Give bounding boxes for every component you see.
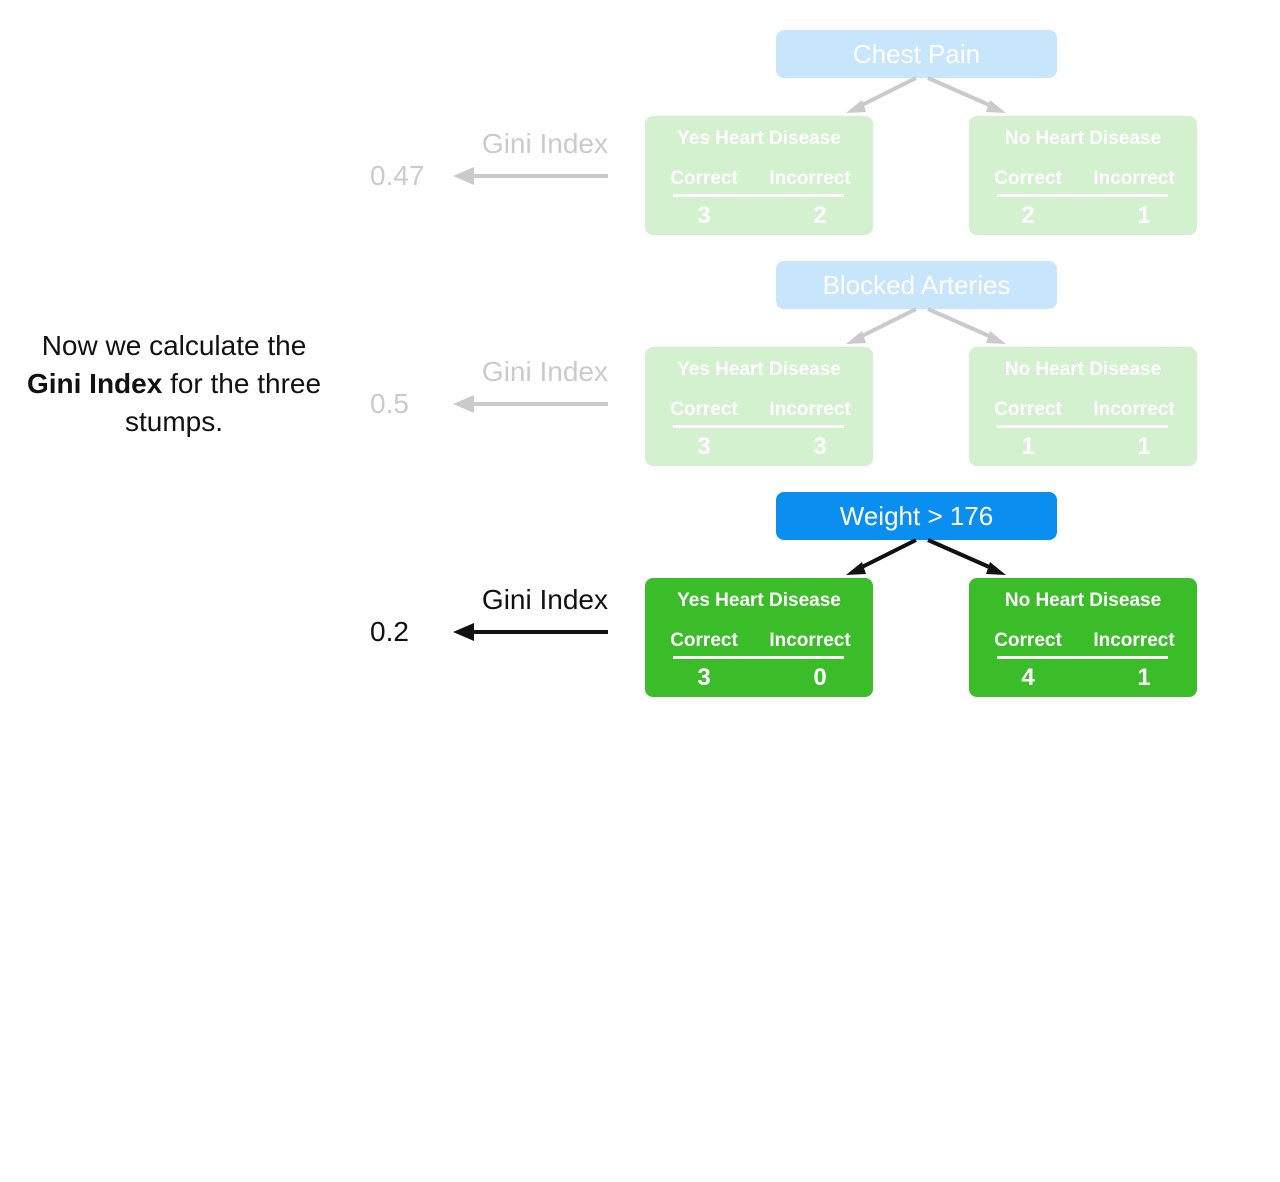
leaf-no-heart-disease: No Heart Disease Correct Incorrect 2 1 — [969, 116, 1197, 235]
divider — [673, 656, 844, 659]
incorrect-count: 1 — [1137, 433, 1151, 460]
branch-connectors — [453, 307, 1006, 413]
caption-line3: stumps. — [124, 406, 224, 437]
stump-weight: Weight > 176 Yes Heart Disease Correct I… — [0, 462, 1280, 1182]
leaf-title: Yes Heart Disease — [677, 590, 841, 611]
leaf-title: Yes Heart Disease — [677, 359, 841, 380]
leaf-yes-heart-disease: Yes Heart Disease Correct Incorrect 3 0 — [645, 578, 873, 697]
gini-index-label: Gini Index — [481, 128, 608, 159]
branch-connectors — [453, 76, 1006, 185]
leaf-title: Yes Heart Disease — [677, 128, 841, 149]
stump-blocked-arteries: Blocked Arteries Yes Heart Disease Corre… — [0, 231, 1280, 951]
correct-header: Correct — [670, 630, 738, 651]
incorrect-header: Incorrect — [769, 399, 851, 420]
correct-count: 3 — [697, 433, 711, 460]
correct-header: Correct — [670, 399, 738, 420]
gini-index-value: 0.5 — [370, 388, 409, 419]
incorrect-header: Incorrect — [1093, 399, 1175, 420]
divider — [997, 425, 1168, 428]
correct-count: 1 — [1021, 433, 1035, 460]
correct-header: Correct — [994, 399, 1062, 420]
stump-chest-pain: Chest Pain Yes Heart Disease Correct Inc… — [370, 30, 1197, 235]
correct-count: 2 — [1021, 202, 1035, 229]
divider — [997, 194, 1168, 197]
gini-index-label: Gini Index — [481, 356, 608, 387]
correct-count: 3 — [697, 664, 711, 691]
correct-header: Correct — [670, 168, 738, 189]
incorrect-header: Incorrect — [769, 168, 851, 189]
root-node: Weight > 176 — [776, 492, 1057, 540]
leaf-title: No Heart Disease — [1004, 359, 1162, 380]
incorrect-header: Incorrect — [1093, 168, 1175, 189]
leaf-title: No Heart Disease — [1004, 128, 1162, 149]
gini-index-value: 0.2 — [370, 616, 409, 647]
correct-count: 3 — [697, 202, 711, 229]
incorrect-header: Incorrect — [769, 630, 851, 651]
leaf-title: No Heart Disease — [1004, 590, 1162, 611]
caption-line2: for the three — [162, 368, 322, 399]
gini-index-label: Gini Index — [481, 584, 608, 615]
divider — [673, 425, 844, 428]
root-node: Chest Pain — [776, 30, 1057, 78]
incorrect-count: 0 — [813, 664, 827, 691]
incorrect-count: 1 — [1137, 202, 1151, 229]
correct-count: 4 — [1021, 664, 1035, 691]
root-node: Blocked Arteries — [776, 261, 1057, 309]
incorrect-count: 1 — [1137, 664, 1151, 691]
incorrect-header: Incorrect — [1093, 630, 1175, 651]
incorrect-count: 2 — [813, 202, 827, 229]
gini-index-value: 0.47 — [370, 160, 425, 191]
caption-text: Now we calculate the Gini Index for the … — [0, 327, 348, 441]
leaf-no-heart-disease: No Heart Disease Correct Incorrect 4 1 — [969, 578, 1197, 697]
correct-header: Correct — [994, 630, 1062, 651]
leaf-yes-heart-disease: Yes Heart Disease Correct Incorrect 3 3 — [645, 347, 873, 466]
divider — [673, 194, 844, 197]
caption-bold-term: Gini Index — [26, 368, 163, 399]
divider — [997, 656, 1168, 659]
correct-header: Correct — [994, 168, 1062, 189]
caption-line1: Now we calculate the — [41, 330, 307, 361]
branch-connectors — [453, 538, 1006, 641]
incorrect-count: 3 — [813, 433, 827, 460]
leaf-yes-heart-disease: Yes Heart Disease Correct Incorrect 3 2 — [645, 116, 873, 235]
leaf-no-heart-disease: No Heart Disease Correct Incorrect 1 1 — [969, 347, 1197, 466]
